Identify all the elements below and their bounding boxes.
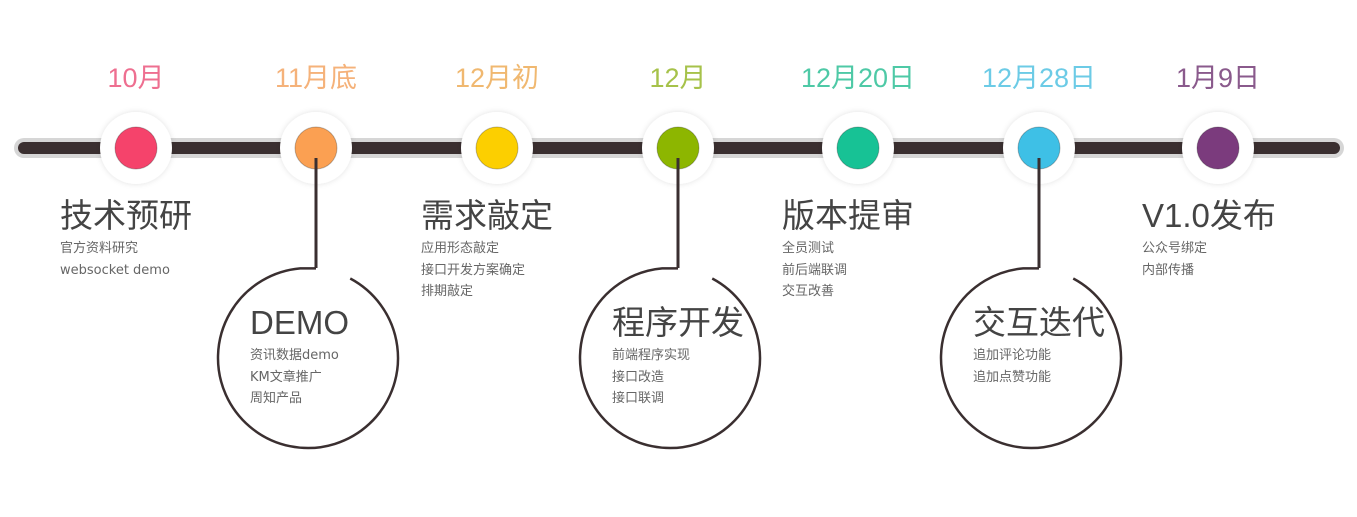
- milestone-date: 12月20日: [800, 63, 916, 93]
- milestone-title: 需求敲定: [421, 197, 553, 234]
- milestone-item: 周知产品: [250, 391, 303, 406]
- milestone-items: 前端程序实现接口改造接口联调: [612, 345, 744, 410]
- milestone-item: 全员测试: [782, 241, 835, 256]
- milestone-block: V1.0发布公众号绑定内部传播: [1142, 196, 1276, 281]
- milestone-bubble: [578, 267, 762, 450]
- milestone-item: 接口开发方案确定: [421, 262, 526, 278]
- milestone-date: 12月28日: [981, 63, 1097, 93]
- milestone-item: 接口联调: [612, 391, 665, 406]
- milestone-item: 资讯数据demo: [250, 348, 339, 363]
- milestone-item: 内部传播: [1142, 262, 1195, 278]
- milestone-item: 前端程序实现: [612, 348, 691, 363]
- milestone-title: V1.0发布: [1142, 197, 1276, 234]
- milestone-item: 接口改造: [612, 369, 665, 385]
- milestone-item: 排期敲定: [421, 284, 474, 299]
- milestone-dot: [1196, 126, 1240, 170]
- milestone-title: DEMO: [250, 304, 349, 341]
- milestone-dot: [114, 126, 158, 170]
- milestone-date: 11月底: [274, 63, 358, 93]
- milestone-items: 公众号绑定内部传播: [1142, 238, 1276, 281]
- milestone-date: 12月初: [454, 63, 540, 93]
- milestone-item: websocket demo: [60, 262, 170, 278]
- milestone-item: 应用形态敲定: [421, 241, 500, 256]
- milestone-items: 全员测试前后端联调交互改善: [782, 238, 914, 303]
- milestone-items: 追加评论功能追加点赞功能: [973, 345, 1105, 388]
- milestone-title: 程序开发: [612, 304, 744, 341]
- milestone-title: 技术预研: [60, 197, 192, 234]
- milestone-block: 技术预研官方资料研究 websocket demo: [60, 196, 192, 281]
- milestone-item: 追加评论功能: [973, 348, 1052, 363]
- milestone-item: 交互改善: [782, 284, 835, 299]
- milestone-block: 交互迭代追加评论功能追加点赞功能: [973, 303, 1105, 388]
- milestone-dot: [836, 126, 880, 170]
- milestone-items: 官方资料研究 websocket demo: [60, 238, 192, 281]
- milestone-dot: [475, 126, 519, 170]
- milestone-block: 程序开发前端程序实现接口改造接口联调: [612, 303, 744, 410]
- milestone-item: 前后端联调: [782, 262, 848, 278]
- milestone-title: 版本提审: [782, 197, 914, 234]
- milestone-item: KM文章推广: [250, 369, 322, 385]
- milestone-block: 需求敲定应用形态敲定接口开发方案确定排期敲定: [421, 196, 553, 303]
- milestone-item: 公众号绑定: [1142, 241, 1208, 256]
- milestone-bubble: [216, 267, 400, 450]
- milestone-item: 官方资料研究: [60, 241, 139, 256]
- milestone-bubble: [939, 267, 1123, 450]
- milestone-block: 版本提审全员测试前后端联调交互改善: [782, 196, 914, 303]
- milestone-date: 1月9日: [1175, 63, 1261, 93]
- milestone-date: 12月: [649, 63, 707, 93]
- milestone-item: 追加点赞功能: [973, 369, 1052, 385]
- milestone-items: 应用形态敲定接口开发方案确定排期敲定: [421, 238, 553, 303]
- milestone-date: 10月: [107, 63, 165, 93]
- milestone-title: 交互迭代: [973, 304, 1105, 341]
